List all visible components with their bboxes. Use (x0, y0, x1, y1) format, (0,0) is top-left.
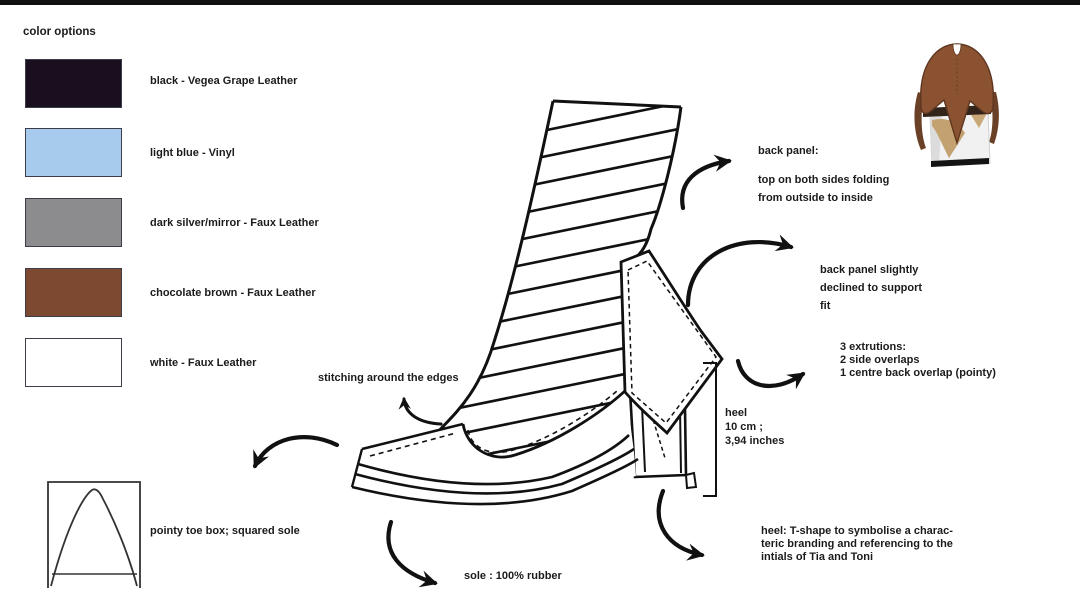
heel-t-label: heel: T-shape to symbolise a charac- ter… (761, 525, 953, 563)
swatch-label-brown: chocolate brown - Faux Leather (150, 287, 316, 299)
swatch-label-dark-silver: dark silver/mirror - Faux Leather (150, 217, 319, 229)
arrow-stitching (398, 396, 443, 426)
arrow-heel-t (656, 488, 705, 561)
top-border-bar (0, 0, 1080, 5)
back-panel-decline: back panel slightly declined to support … (820, 264, 923, 312)
color-swatch-black (25, 59, 122, 108)
stitching-dashed-line (369, 390, 618, 457)
back-panel-title: back panel: (758, 145, 819, 157)
arrow-back-panel (680, 154, 732, 211)
color-swatch-dark-silver (25, 198, 122, 247)
sole-label: sole : 100% rubber (464, 570, 562, 582)
photo-heel-base (931, 158, 989, 167)
arrow-extrusions (735, 358, 806, 390)
heel-measure-label: heel 10 cm ; 3,94 inches (725, 407, 785, 447)
shoe-photo (914, 43, 999, 167)
color-swatch-light-blue (25, 128, 122, 177)
color-options-title: color options (23, 26, 96, 38)
photo-top-notch (952, 43, 962, 56)
back-panel-piece (619, 249, 724, 436)
extrusions-label: 3 extrutions: 2 side overlaps 1 centre b… (840, 341, 996, 379)
stitching-label: stitching around the edges (318, 372, 459, 384)
toe-box-label: pointy toe box; squared sole (150, 525, 300, 537)
toe-box-diagram (47, 481, 141, 588)
arrow-sole (386, 519, 438, 588)
swatch-label-light-blue: light blue - Vinyl (150, 147, 235, 159)
photo-right-wing (989, 92, 999, 144)
back-panel-body: top on both sides folding from outside t… (758, 174, 890, 204)
color-swatch-white (25, 338, 122, 387)
color-swatch-chocolate-brown (25, 268, 122, 317)
boot-shaft (434, 99, 683, 460)
swatch-label-white: white - Faux Leather (150, 357, 257, 369)
photo-left-wing (914, 92, 926, 150)
arrow-back-panel-decline (685, 234, 794, 308)
heel-measure-bracket (703, 362, 717, 497)
vamp-and-sole (350, 388, 639, 506)
swatch-label-black: black - Vegea Grape Leather (150, 75, 298, 87)
arrow-toe-box (252, 435, 340, 469)
